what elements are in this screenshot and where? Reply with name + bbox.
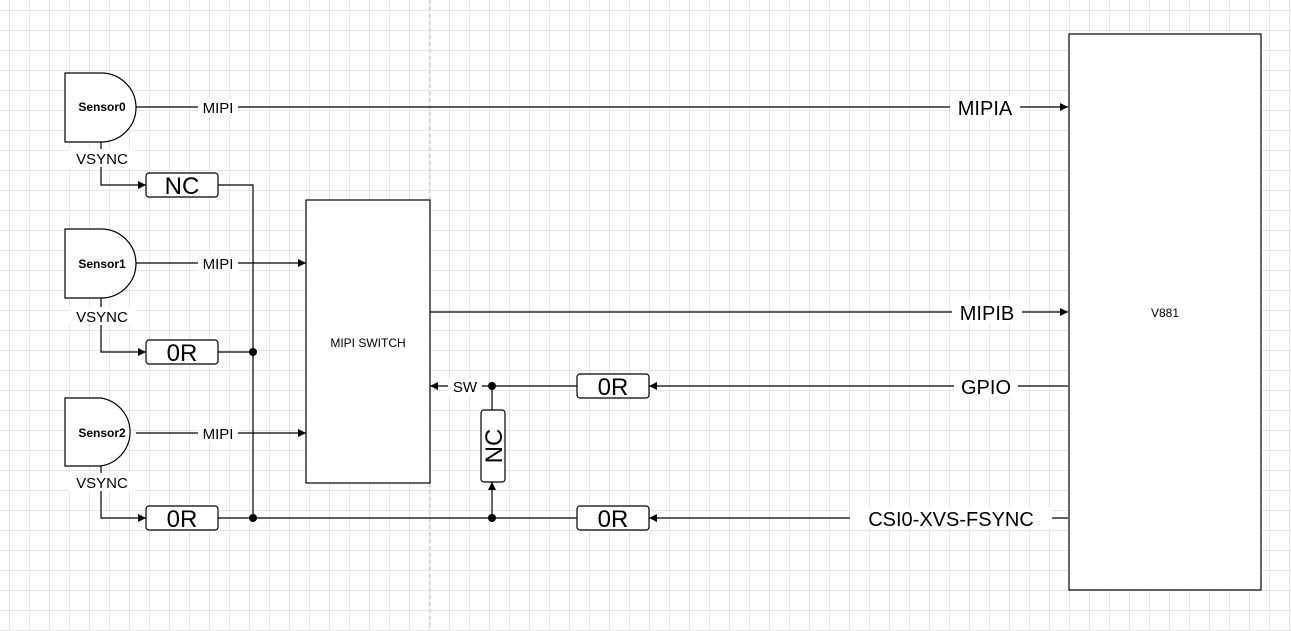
- junction-dot: [249, 348, 257, 356]
- resistor-fsync: 0R: [576, 505, 650, 533]
- wire-vsync-bus: [218, 184, 254, 518]
- mipi-switch-block: MIPI SWITCH: [305, 199, 431, 484]
- v881-label: V881: [1151, 306, 1179, 320]
- sensor1-mipi-label: MIPI: [203, 256, 234, 273]
- sensor0-label: Sensor0: [78, 100, 126, 114]
- resistor-sensor2-label: 0R: [167, 506, 198, 533]
- port-fsync-label: CSI0-XVS-FSYNC: [868, 509, 1034, 531]
- sensor0: Sensor0: [64, 72, 137, 143]
- resistor-sw-fsync: NC: [480, 409, 508, 483]
- resistor-sensor0-label: NC: [165, 173, 200, 200]
- sensor2-vsync-label: VSYNC: [76, 475, 128, 492]
- resistor-fsync-label: 0R: [598, 506, 629, 533]
- resistor-gpio-label: 0R: [598, 374, 629, 401]
- resistor-sensor2: 0R: [145, 505, 219, 533]
- resistor-gpio: 0R: [576, 373, 650, 401]
- mipi-switch-label: MIPI SWITCH: [330, 336, 405, 350]
- port-gpio-label: GPIO: [961, 377, 1011, 399]
- sensor2: Sensor2: [64, 397, 131, 467]
- sensor0-mipi-label: MIPI: [203, 100, 234, 117]
- sensor1: Sensor1: [64, 228, 137, 299]
- junction-dot: [488, 514, 496, 522]
- v881-block: V881: [1068, 33, 1262, 591]
- sw-label: SW: [453, 379, 478, 396]
- resistor-sensor1: 0R: [145, 339, 219, 367]
- junction-dot: [488, 382, 496, 390]
- sensor0-vsync-label: VSYNC: [76, 151, 128, 168]
- sensor2-label: Sensor2: [78, 426, 126, 440]
- sensor1-vsync-label: VSYNC: [76, 309, 128, 326]
- port-mipib-label: MIPIB: [960, 303, 1014, 325]
- sensor2-mipi-label: MIPI: [203, 426, 234, 443]
- resistor-sensor1-label: 0R: [167, 340, 198, 367]
- port-mipia-label: MIPIA: [958, 98, 1013, 120]
- sensor1-label: Sensor1: [78, 257, 126, 271]
- junction-dot: [249, 514, 257, 522]
- resistor-sw-fsync-label: NC: [481, 429, 508, 464]
- resistor-sensor0: NC: [145, 172, 219, 200]
